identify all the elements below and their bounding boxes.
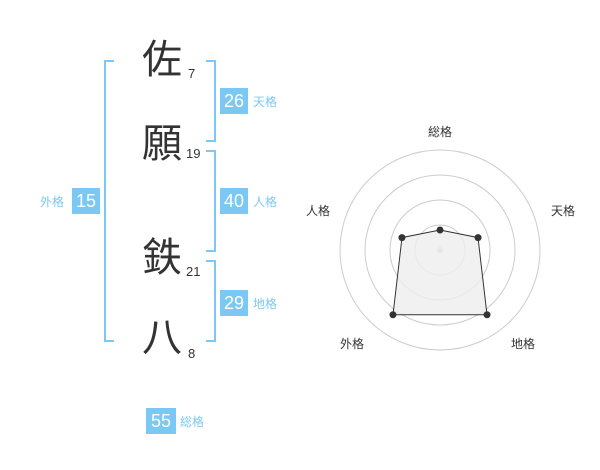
radar-axis-label-jinkaku: 人格 [306, 204, 331, 218]
stroke-count-2: 19 [186, 146, 201, 161]
gaikaku-value: 15 [72, 188, 100, 214]
radar-grid-ring [364, 174, 516, 326]
radar-axis-label-chikaku: 地格 [511, 337, 536, 351]
gaikaku-bracket [104, 60, 114, 342]
radar-point-5 [398, 234, 406, 242]
chikaku-label: 地格 [253, 297, 278, 311]
stroke-count-1: 7 [188, 66, 196, 81]
radar-point-3 [483, 311, 491, 319]
tenkaku-label: 天格 [253, 95, 278, 109]
radar-grid-ring [414, 224, 466, 276]
stroke-count-4: 8 [188, 346, 196, 361]
jinkaku-bracket [206, 150, 216, 252]
radar-axis-label-gaikaku: 外格 [340, 337, 365, 351]
name-char-1: 佐 [142, 37, 182, 83]
chikaku-bracket [206, 260, 216, 342]
soukaku-value: 55 [146, 408, 176, 434]
name-char-4: 八 [142, 315, 182, 361]
chikaku-value: 29 [220, 290, 248, 316]
jinkaku-label: 人格 [253, 195, 278, 209]
gaikaku-label: 外格 [40, 195, 65, 209]
tenkaku-value: 26 [220, 88, 248, 114]
radar-area [392, 229, 488, 316]
radar-point-1 [436, 226, 444, 234]
jinkaku-value: 40 [220, 188, 248, 214]
tenkaku-bracket [206, 60, 216, 142]
radar-grid-ring [389, 199, 491, 301]
radar-axis-label-tenkaku: 天格 [551, 204, 576, 218]
stroke-count-3: 21 [186, 264, 201, 279]
radar-axis-label-soukaku: 総格 [428, 125, 453, 139]
radar-point-2 [474, 234, 482, 242]
name-char-3: 鉄 [142, 235, 182, 281]
name-char-2: 願 [142, 121, 182, 167]
radar-center [437, 247, 443, 253]
soukaku-label: 総格 [180, 415, 205, 429]
radar-grid-ring [339, 149, 541, 351]
radar-point-4 [389, 311, 397, 319]
